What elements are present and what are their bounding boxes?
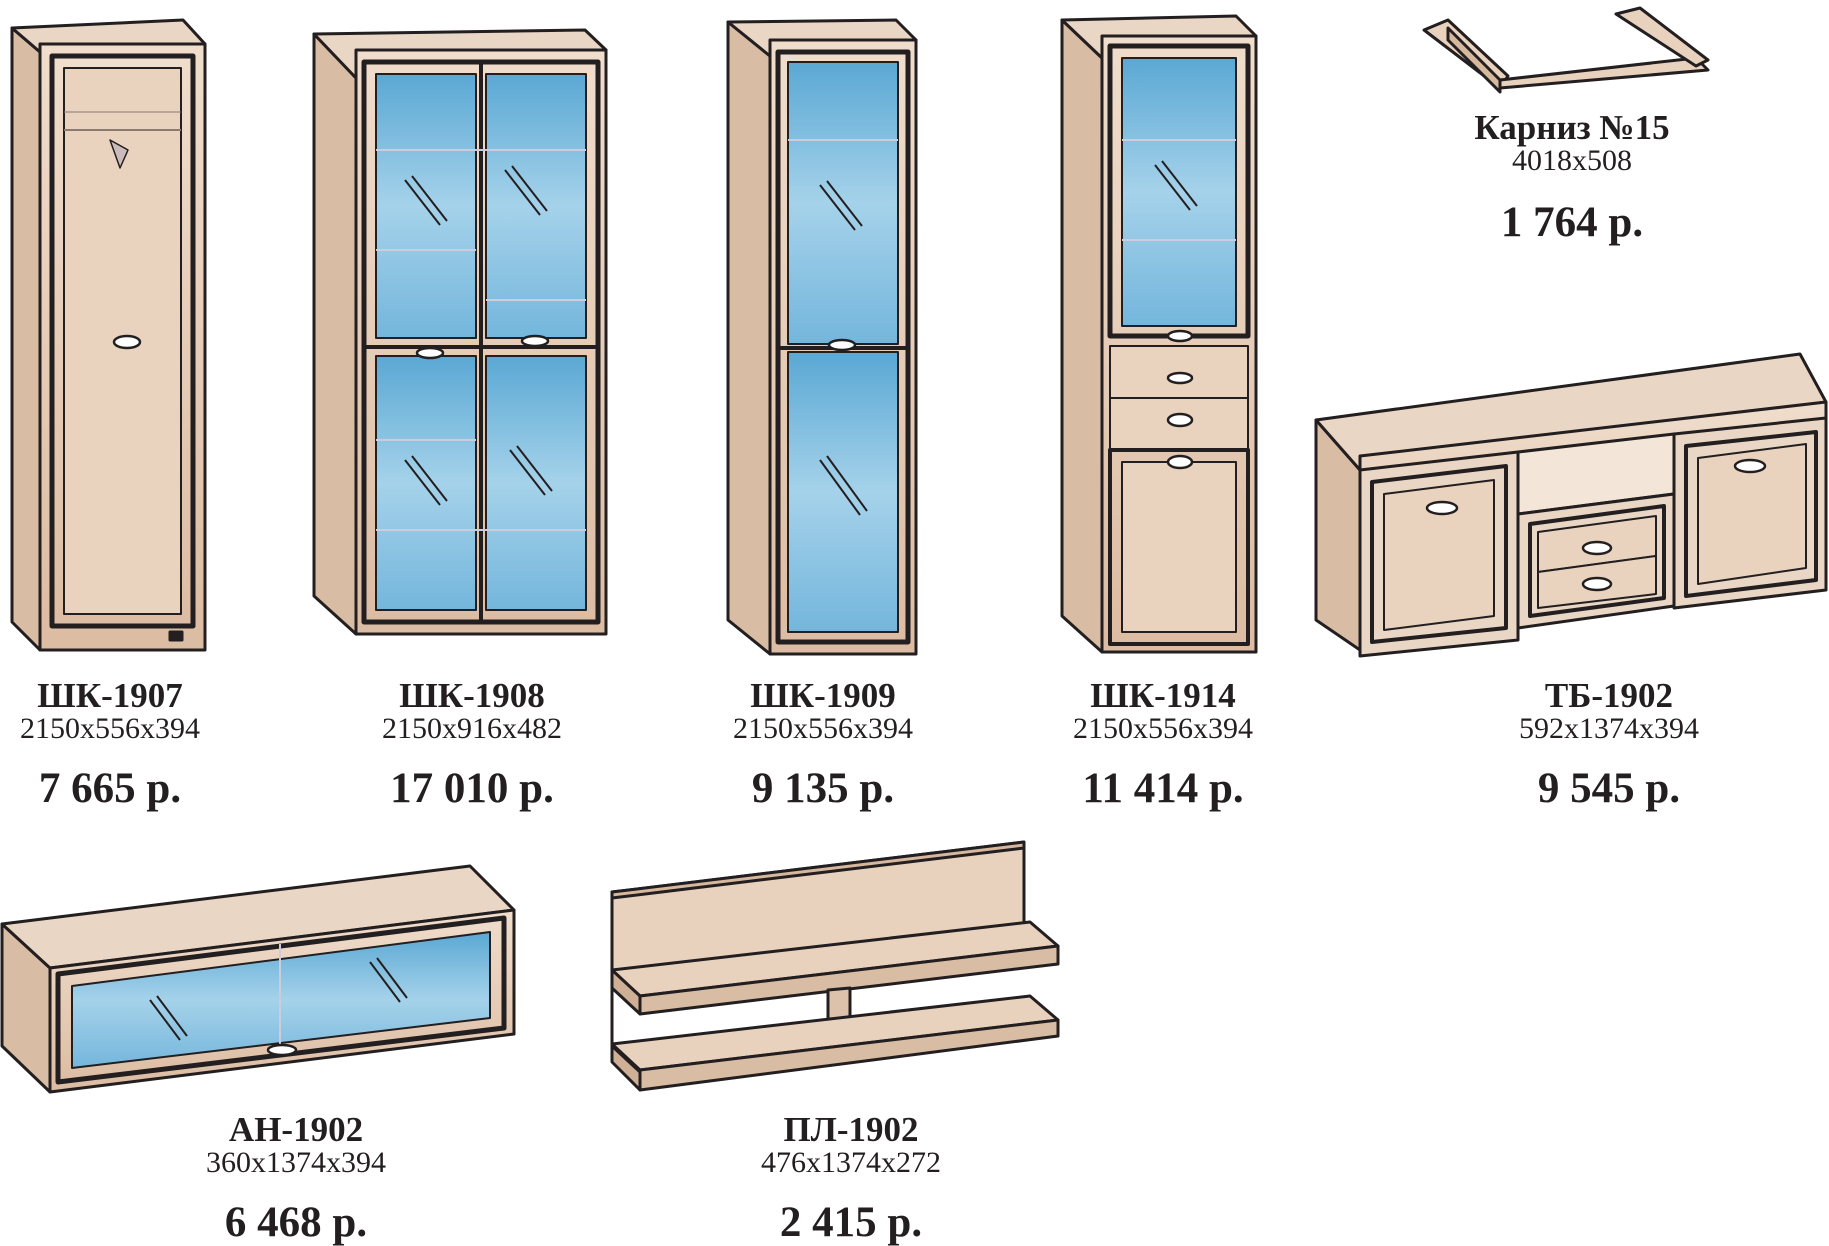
product-name: ШК-1914 bbox=[1090, 676, 1236, 715]
product-price: 17 010 р. bbox=[390, 765, 554, 812]
product-dimensions: 4018x508 bbox=[1512, 144, 1632, 177]
product-price: 6 468 р. bbox=[224, 1199, 368, 1246]
product-shk-1909: ШК-1909 2150x556x394 9 135 р. bbox=[713, 678, 933, 812]
product-name: ШК-1907 bbox=[37, 676, 183, 715]
product-name: ШК-1909 bbox=[750, 676, 896, 715]
product-price: 7 665 р. bbox=[38, 765, 182, 812]
product-dimensions: 2150x916x482 bbox=[382, 712, 562, 745]
tv-stand-tb-1902-illustration bbox=[1314, 352, 1828, 658]
product-name: Карниз №15 bbox=[1474, 108, 1670, 147]
product-dimensions: 2150x556x394 bbox=[1073, 712, 1253, 745]
product-name: АН-1902 bbox=[228, 1110, 364, 1149]
cornice-15-illustration bbox=[1422, 6, 1710, 94]
product-price: 2 415 р. bbox=[779, 1199, 923, 1246]
product-dimensions: 592x1374x394 bbox=[1519, 712, 1699, 745]
product-price: 9 135 р. bbox=[751, 765, 895, 812]
product-price: 9 545 р. bbox=[1537, 765, 1681, 812]
product-pl-1902: ПЛ-1902 476x1374x272 2 415 р. bbox=[741, 1112, 961, 1246]
product-dimensions: 2150x556x394 bbox=[733, 712, 913, 745]
cabinet-shk-1908-illustration bbox=[312, 28, 608, 636]
wall-cabinet-an-1902-illustration bbox=[0, 864, 516, 1094]
product-dimensions: 360x1374x394 bbox=[206, 1146, 386, 1179]
product-cornice-15: Карниз №15 4018x508 1 764 р. bbox=[1462, 110, 1682, 246]
product-name: ПЛ-1902 bbox=[783, 1110, 919, 1149]
cabinet-shk-1909-illustration bbox=[726, 18, 918, 656]
product-shk-1914: ШК-1914 2150x556x394 11 414 р. bbox=[1053, 678, 1273, 812]
product-shk-1908: ШК-1908 2150x916x482 17 010 р. bbox=[362, 678, 582, 812]
product-an-1902: АН-1902 360x1374x394 6 468 р. bbox=[186, 1112, 406, 1246]
product-dimensions: 2150x556x394 bbox=[20, 712, 200, 745]
cabinet-shk-1914-illustration bbox=[1060, 14, 1258, 654]
product-shk-1907: ШК-1907 2150x556x394 7 665 р. bbox=[0, 678, 220, 812]
product-tb-1902: ТБ-1902 592x1374x394 9 545 р. bbox=[1499, 678, 1719, 812]
product-name: ТБ-1902 bbox=[1544, 676, 1674, 715]
product-price: 11 414 р. bbox=[1082, 765, 1244, 812]
shelf-pl-1902-illustration bbox=[610, 840, 1060, 1092]
product-name: ШК-1908 bbox=[399, 676, 545, 715]
cabinet-shk-1907-illustration bbox=[10, 18, 207, 652]
product-price: 1 764 р. bbox=[1500, 199, 1644, 246]
product-dimensions: 476x1374x272 bbox=[761, 1146, 941, 1179]
